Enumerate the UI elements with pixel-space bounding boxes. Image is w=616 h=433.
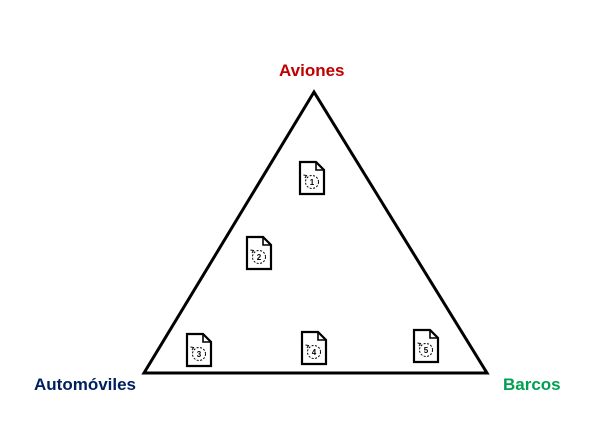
vertex-label-automoviles: Automóviles [34,375,137,394]
document-icon: 3 [185,332,213,368]
document-number: 1 [310,178,315,187]
document-icon: 1 [298,160,326,196]
vertex-label-barcos: Barcos [503,375,561,394]
document-icon: 4 [300,330,328,366]
document-number: 5 [424,346,429,355]
documents-layer: 1 2 3 4 5 [185,160,440,368]
vertex-label-aviones: Aviones [279,61,345,80]
document-number: 4 [312,348,317,357]
document-icon: 5 [412,328,440,364]
document-number: 3 [197,350,202,359]
document-icon: 2 [245,235,273,271]
document-number: 2 [257,253,262,262]
triangle-outline [141,89,490,375]
